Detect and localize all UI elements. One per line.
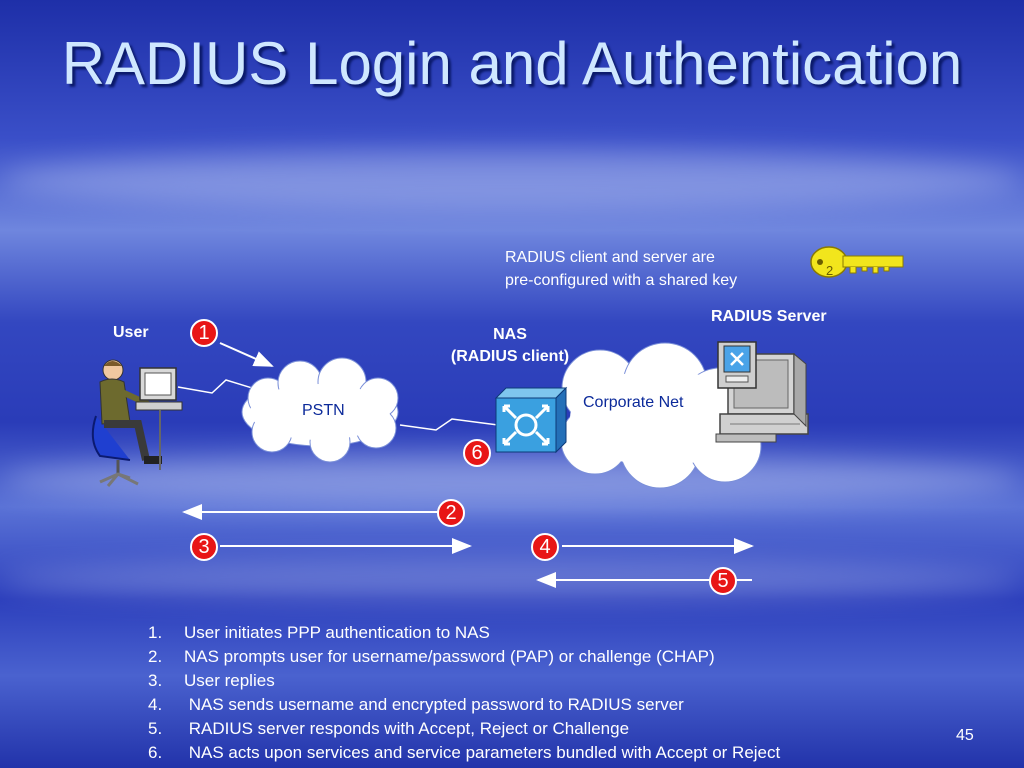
note-line-1: RADIUS client and server are bbox=[505, 249, 715, 266]
dialup-link bbox=[177, 379, 263, 394]
step-text: User initiates PPP authentication to NAS bbox=[184, 623, 490, 642]
step-marker-4: 4 bbox=[531, 533, 559, 561]
svg-text:2: 2 bbox=[826, 263, 833, 278]
nas-label: NAS (RADIUS client) bbox=[420, 324, 600, 368]
corporate-net-label: Corporate Net bbox=[583, 394, 684, 411]
sky-band bbox=[0, 150, 1024, 210]
step-marker-6: 6 bbox=[463, 439, 491, 467]
shared-key-note: RADIUS client and server are pre-configu… bbox=[505, 246, 737, 292]
pstn-cloud bbox=[241, 357, 399, 463]
step-marker-2: 2 bbox=[437, 499, 465, 527]
list-item: 2. NAS prompts user for username/password… bbox=[148, 645, 780, 669]
step-text: RADIUS server responds with Accept, Reje… bbox=[184, 719, 630, 738]
radius-server-computer-icon bbox=[715, 341, 809, 443]
step-number: 4. bbox=[148, 695, 163, 714]
page-number: 45 bbox=[956, 727, 974, 744]
step-text: NAS acts upon services and service param… bbox=[184, 743, 781, 762]
steps-list: 1. User initiates PPP authentication to N… bbox=[148, 621, 780, 765]
note-line-2: pre-configured with a shared key bbox=[505, 272, 738, 289]
step-marker-3: 3 bbox=[190, 533, 218, 561]
nas-router-icon bbox=[494, 386, 568, 454]
step-text: NAS sends username and encrypted passwor… bbox=[184, 695, 684, 714]
list-item: 6. NAS acts upon services and service pa… bbox=[148, 741, 780, 765]
step-number: 6. bbox=[148, 743, 163, 762]
step-marker-1: 1 bbox=[190, 319, 218, 347]
step-number: 5. bbox=[148, 719, 163, 738]
user-at-workstation-icon bbox=[91, 359, 183, 487]
nas-label-line-1: NAS bbox=[493, 326, 527, 343]
list-item: 5. RADIUS server responds with Accept, R… bbox=[148, 717, 780, 741]
list-item: 1. User initiates PPP authentication to N… bbox=[148, 621, 780, 645]
pstn-label: PSTN bbox=[302, 402, 345, 419]
sky-band bbox=[0, 455, 1024, 505]
step-text: User replies bbox=[184, 671, 275, 690]
user-label: User bbox=[113, 324, 149, 341]
radius-server-label: RADIUS Server bbox=[711, 308, 827, 325]
step-text: NAS prompts user for username/password (… bbox=[184, 647, 715, 666]
nas-label-line-2: (RADIUS client) bbox=[450, 348, 570, 365]
step-marker-5: 5 bbox=[709, 567, 737, 595]
list-item: 4. NAS sends username and encrypted pass… bbox=[148, 693, 780, 717]
nas-link bbox=[399, 418, 499, 431]
step-number: 3. bbox=[148, 671, 163, 690]
list-item: 3. User replies bbox=[148, 669, 780, 693]
sky-band bbox=[0, 560, 1024, 600]
page-title: RADIUS Login and Authentication bbox=[61, 30, 963, 97]
step-number: 2. bbox=[148, 647, 163, 666]
arrow-1-user-to-nas bbox=[219, 342, 274, 367]
key-icon: 2 bbox=[810, 246, 904, 278]
step-number: 1. bbox=[148, 623, 163, 642]
